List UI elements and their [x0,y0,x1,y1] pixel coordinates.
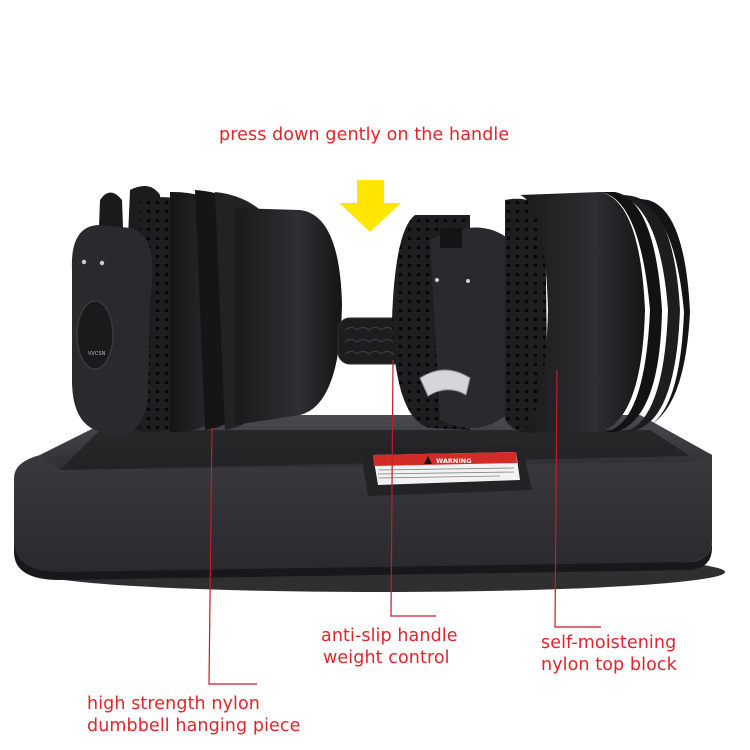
leader-line-hanging-piece [208,427,257,685]
base-tray [14,415,712,580]
end-cap-hub [76,300,114,370]
press-down-arrow-icon [339,180,401,232]
hanging-piece-callout-line1: high strength nylon [87,694,260,714]
press-instruction-label: press down gently on the handle [219,124,509,146]
leader-lines [208,359,601,685]
press-instruction-text: press down gently on the handle [219,125,510,145]
chrome-bracket [419,369,471,397]
hanging-piece-callout-line2: dumbbell hanging piece [87,716,301,736]
handle-callout-line2: weight control [323,648,450,668]
right-weight-plates [392,192,690,434]
top-block-callout-line2: nylon top block [541,655,677,675]
leader-line-top-block [554,369,601,628]
handle-callout-line1: anti-slip handle [321,626,458,646]
svg-text:WARNING: WARNING [436,457,472,465]
top-block-callout-line1: self-moistening [541,633,677,653]
leader-line-handle [390,359,436,617]
handle-callout: anti-slip handle weight control [321,625,458,669]
hanging-piece-callout: high strength nylon dumbbell hanging pie… [87,693,300,737]
top-block-callout: self-moistening nylon top block [541,632,677,676]
end-cap-logo: VVCSN [88,351,106,357]
warning-label: WARNING [360,446,532,496]
left-weight-plates: VVCSN [71,186,342,437]
